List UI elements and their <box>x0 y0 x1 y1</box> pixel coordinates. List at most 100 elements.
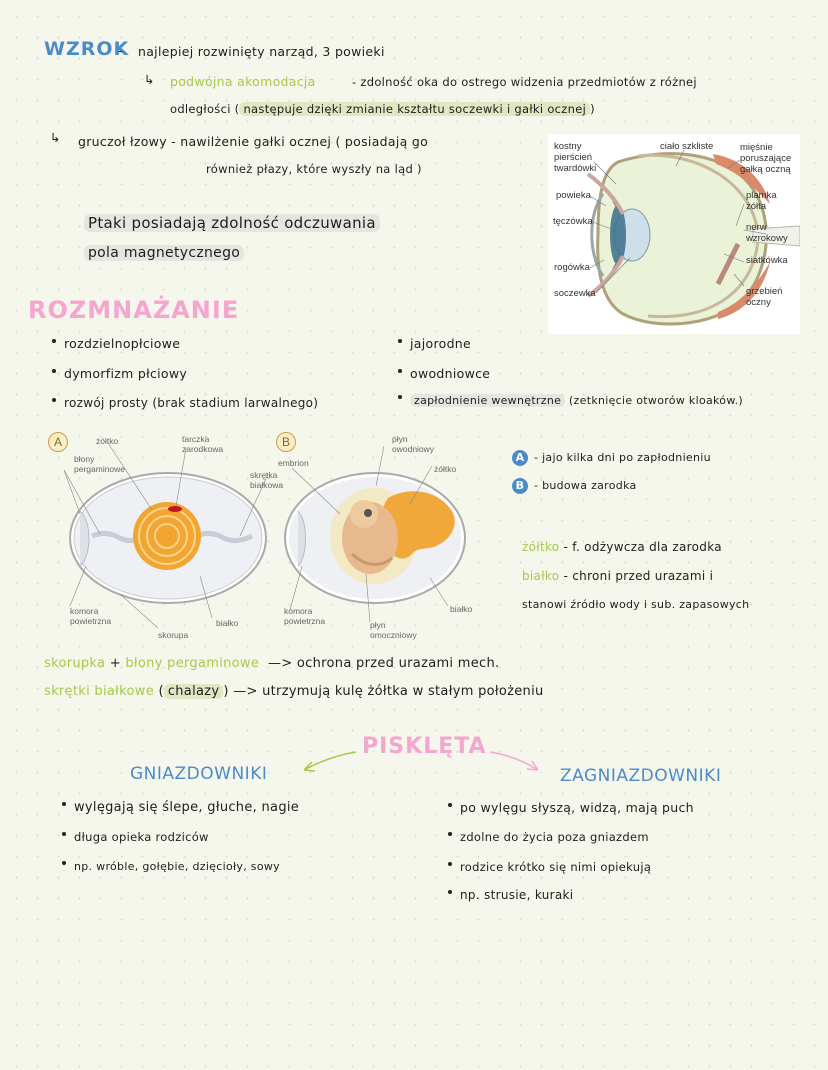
rozmnazanie-right-item: zapłodnienie wewnętrzne (zetknięcie otwo… <box>398 394 743 407</box>
akomodacja-term: podwójna akomodacja <box>170 74 316 89</box>
skretki-line: skrętki białkowe (chalazy) —> utrzymują … <box>44 684 544 699</box>
rozmnazanie-left-item: dymorfizm płciowy <box>52 366 187 381</box>
skorupka-line: skorupka + błony pergaminowe —> ochrona … <box>44 656 499 671</box>
halazy-highlight: chalazy <box>163 684 224 699</box>
egg-diagram: A B żółtko tarczka zarodkowa błony perga… <box>40 426 500 644</box>
akomodacja-line2-a: odległości ( <box>170 102 240 116</box>
skorupka-desc: —> ochrona przed urazami mech. <box>268 656 500 671</box>
rozmnazanie-right-item: owodniowce <box>398 366 490 381</box>
akomodacja-line2-highlight: następuje dzięki zmianie kształtu soczew… <box>239 102 591 116</box>
egg-illustration <box>63 442 466 629</box>
piskleta-arrows <box>303 751 539 772</box>
eye-label-teczowka: tęczówka <box>553 216 593 227</box>
egg-label-bialko-a: białko <box>216 618 239 628</box>
eye-illustration <box>586 149 801 326</box>
akomodacja-line2: odległości (następuje dzięki zmianie ksz… <box>170 102 595 116</box>
legend-b-badge: B <box>512 478 528 494</box>
egg-label-plyn-omocz: płyn omoczniowy <box>370 620 417 640</box>
rozmnazanie-right-item: jajorodne <box>398 336 471 351</box>
legend-a-badge: A <box>512 450 528 466</box>
eye-label-miesnie: mięśnie poruszające gałką oczną <box>740 142 792 175</box>
zoltko-term: żółtko <box>522 540 560 554</box>
zoltko-line: żółtko - f. odżywcza dla zarodka <box>522 540 722 554</box>
rozmnazanie-left-text: dymorfizm płciowy <box>64 366 188 381</box>
gniazdowniki-item: wylęgają się ślepe, głuche, nagie <box>62 800 299 815</box>
rozmnazanie-left-text: rozdzielnopłciowe <box>64 336 181 351</box>
bialko-desc: - chroni przed urazami i <box>563 569 714 583</box>
eye-label-grzebien: grzebień oczny <box>746 286 783 308</box>
egg-b-badge: B <box>276 432 296 452</box>
zagniazdowniki-title: ZAGNIAZDOWNIKI <box>560 766 722 786</box>
zagniazdowniki-item: zdolne do życia poza gniazdem <box>448 830 649 844</box>
egg-label-skretka: skrętka białkowa <box>250 470 284 490</box>
legend-a-text: - jajo kilka dni po zapłodnieniu <box>534 451 711 464</box>
gruczol-line1: gruczoł łzowy - nawilżenie gałki ocznej … <box>78 134 429 149</box>
zagniazdowniki-item: po wylęgu słyszą, widzą, mają puch <box>448 800 694 815</box>
piskleta-title: PISKLĘTA <box>362 734 487 759</box>
eye-label-powieka: powieka <box>556 190 591 201</box>
egg-label-komora-a: komora powietrzna <box>70 606 112 626</box>
zagniazdowniki-item: np. strusie, kuraki <box>448 888 573 902</box>
blony-term: błony pergaminowe <box>125 656 260 671</box>
gniazdowniki-text: wylęgają się ślepe, głuche, nagie <box>74 800 300 815</box>
ptaki-line2-text: pola magnetycznego <box>84 245 245 261</box>
zagniazdowniki-text: zdolne do życia poza gniazdem <box>460 830 649 844</box>
bialko-line: białko - chroni przed urazami i <box>522 569 713 583</box>
rozmnazanie-title: ROZMNAŻANIE <box>28 296 240 324</box>
legend-a: A - jajo kilka dni po zapłodnieniu <box>512 450 711 466</box>
egg-label-skorupa: skorupa <box>158 630 189 640</box>
zaplodnienie-rest: (zetknięcie otworów kloaków.) <box>568 394 744 407</box>
egg-label-komora-b: komora powietrzna <box>284 606 326 626</box>
eye-label-siatkowka: siatkówka <box>746 255 788 266</box>
egg-label-zoltko-b: żółtko <box>434 464 457 474</box>
egg-label-blony: błony pergaminowe <box>74 454 126 474</box>
eye-label-kostny: kostny pierścień twardówki <box>554 141 597 174</box>
akomodacja-line2-c: ) <box>590 102 595 116</box>
eye-label-plamka: plamka żółta <box>746 190 777 212</box>
legend-b: B - budowa zarodka <box>512 478 637 494</box>
legend-b-text: - budowa zarodka <box>534 479 637 492</box>
arrow-icon: ↳ <box>50 130 61 145</box>
arrow-left-icon <box>303 751 357 771</box>
gniazdowniki-text: długa opieka rodziców <box>74 830 209 844</box>
gniazdowniki-text: np. wróble, gołębie, dzięcioły, sowy <box>74 860 280 873</box>
eye-label-nerw: nerw wzrokowy <box>746 222 788 244</box>
rozmnazanie-left-item: rozwój prosty (brak stadium larwalnego) <box>52 396 318 410</box>
halazy-close: ) <box>223 684 229 699</box>
ptaki-line2: pola magnetycznego <box>84 245 245 261</box>
arrow-right-icon <box>489 751 539 771</box>
arrow-icon: ↳ <box>144 72 155 87</box>
zagniazdowniki-text: rodzice krótko się nimi opiekują <box>460 860 652 874</box>
zagniazdowniki-text: np. strusie, kuraki <box>460 888 574 902</box>
bialko-term: białko <box>522 569 560 583</box>
skretki-term: skrętki białkowe <box>44 684 154 699</box>
gniazdowniki-item: np. wróble, gołębie, dzięcioły, sowy <box>62 860 280 873</box>
eye-label-cialo: ciało szkliste <box>660 141 714 152</box>
egg-label-tarczka: tarczka zarodkowa <box>182 434 224 454</box>
gruczol-line2: również płazy, które wyszły na ląd ) <box>206 162 422 176</box>
rozmnazanie-right-text: jajorodne <box>410 336 472 351</box>
egg-label-zoltko-a: żółtko <box>96 436 119 446</box>
egg-label-bialko-b: białko <box>450 604 473 614</box>
wzrok-dash: - <box>118 43 123 58</box>
zagniazdowniki-text: po wylęgu słyszą, widzą, mają puch <box>460 800 694 815</box>
egg-label-plyn-owod: płyn owodniowy <box>392 434 435 454</box>
akomodacja-desc: - zdolność oka do ostrego widzenia przed… <box>352 75 697 89</box>
egg-label-embrion: embrion <box>278 458 309 468</box>
wzrok-line1: najlepiej rozwinięty narząd, 3 powieki <box>138 44 385 59</box>
rozmnazanie-right-text: owodniowce <box>410 366 491 381</box>
gniazdowniki-item: długa opieka rodziców <box>62 830 209 844</box>
skretki-desc: —> utrzymują kulę żółtka w stałym położe… <box>233 684 544 699</box>
eye-diagram: kostny pierścień twardówki powieka tęczó… <box>548 134 801 334</box>
zagniazdowniki-item: rodzice krótko się nimi opiekują <box>448 860 651 874</box>
rozmnazanie-left-item: rozdzielnopłciowe <box>52 336 180 351</box>
gniazdowniki-title: GNIAZDOWNIKI <box>130 764 268 784</box>
egg-a-badge: A <box>48 432 68 452</box>
bialko-desc2: stanowi źródło wody i sub. zapasowych <box>522 598 750 611</box>
rozmnazanie-left-text: rozwój prosty (brak stadium larwalnego) <box>64 396 319 410</box>
skorupka-plus: + <box>109 656 121 671</box>
halazy-open: ( <box>158 684 164 699</box>
eye-label-soczewka: soczewka <box>554 288 596 299</box>
zoltko-desc: - f. odżywcza dla zarodka <box>563 540 722 554</box>
eye-label-rogowka: rogówka <box>554 262 590 273</box>
